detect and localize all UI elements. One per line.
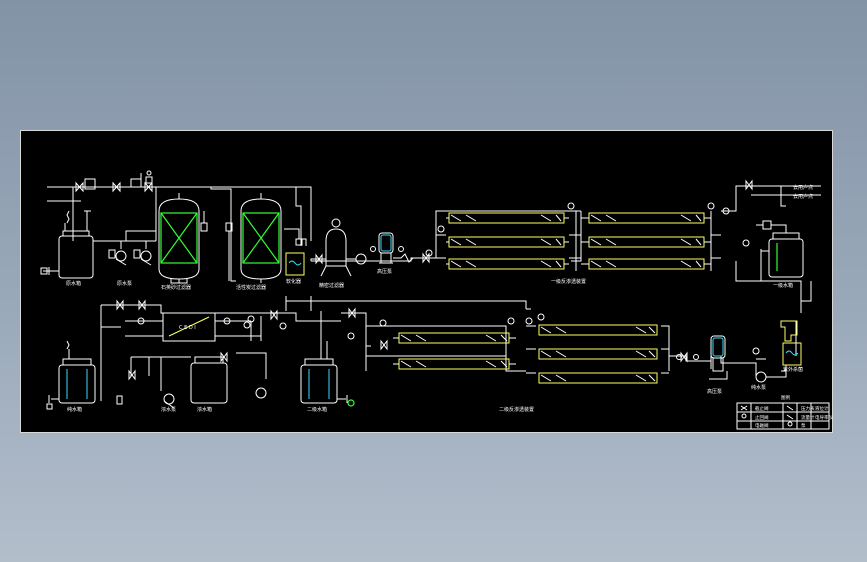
- legend-item-0: 截止阀: [755, 405, 769, 412]
- legend-item-2: 电磁阀: [755, 422, 769, 429]
- label-sand-filter: 石英砂过滤器: [161, 284, 191, 291]
- edi-module: [125, 312, 261, 342]
- ro2-membranes-right: [525, 313, 658, 384]
- legend-item-1: 止回阀: [755, 414, 769, 421]
- intermediate-tank: [752, 320, 802, 383]
- product-tank-left: [46, 340, 96, 410]
- label-ro1-tank: 一级水箱: [773, 282, 793, 289]
- softener: [284, 228, 307, 276]
- flow-meter-1: [200, 211, 233, 281]
- label-edi: C E D I: [179, 325, 196, 331]
- label-softener: 软化器: [286, 278, 301, 285]
- legend-item-3: 压力表: [801, 405, 815, 412]
- process-flow-diagram: 原水箱 原水泵 石英砂过滤器 活性炭过滤器 软化器: [40, 170, 833, 430]
- ro1-membranes-left: [446, 212, 569, 270]
- raw-pumps: [93, 187, 157, 266]
- sand-filter: [158, 193, 200, 284]
- label-hp-pump2: 高压泵: [707, 388, 722, 395]
- label-raw-pump: 原水泵: [117, 280, 132, 287]
- label-ro2-tank: 二级水箱: [307, 406, 327, 413]
- brine-tank: [116, 352, 267, 409]
- legend-item-6: 液位计: [815, 405, 829, 412]
- legend-item-5: 泵: [801, 423, 806, 429]
- label-ro2: 二级反渗透装置: [499, 406, 534, 413]
- ro1-water-tank: [756, 220, 804, 281]
- ro1-membranes-right: [581, 212, 711, 270]
- raw-water-tank: [40, 210, 94, 279]
- legend-title: 图例: [781, 394, 790, 401]
- label-out1: 去用户点: [793, 184, 813, 191]
- label-out2: 去用户点: [793, 193, 813, 200]
- legend-item-4: 流量计: [801, 414, 815, 421]
- label-carbon-filter: 活性炭过滤器: [236, 284, 266, 291]
- upper-feed-line: [47, 173, 821, 313]
- label-ro1: 一级反渗透装置: [551, 278, 586, 285]
- ro2-membranes-left: [379, 317, 516, 370]
- label-product-pump: 纯水泵: [751, 384, 766, 391]
- legend-item-7: 电导率仪: [815, 414, 833, 421]
- label-product-tank: 纯水箱: [67, 406, 82, 413]
- high-pressure-pump: [370, 232, 421, 264]
- label-hp-pump: 高压泵: [377, 268, 392, 275]
- label-conc-pump: 浓水泵: [161, 406, 176, 413]
- cad-viewport[interactable]: 原水箱 原水泵 石英砂过滤器 活性炭过滤器 软化器: [20, 130, 833, 433]
- legend-table: [736, 402, 830, 430]
- label-raw-tank: 原水箱: [66, 280, 81, 287]
- inlet-valves: [75, 170, 153, 193]
- ro2-water-tank: [300, 336, 355, 407]
- precision-filter: [320, 218, 367, 277]
- label-brine-tank: 浓水箱: [197, 406, 212, 413]
- label-precision-filter: 精密过滤器: [319, 282, 344, 289]
- hp-pump-2: [676, 335, 728, 380]
- carbon-filter: [240, 193, 282, 283]
- inline-valves: [116, 179, 753, 381]
- label-uv: 紫外杀菌: [783, 366, 803, 373]
